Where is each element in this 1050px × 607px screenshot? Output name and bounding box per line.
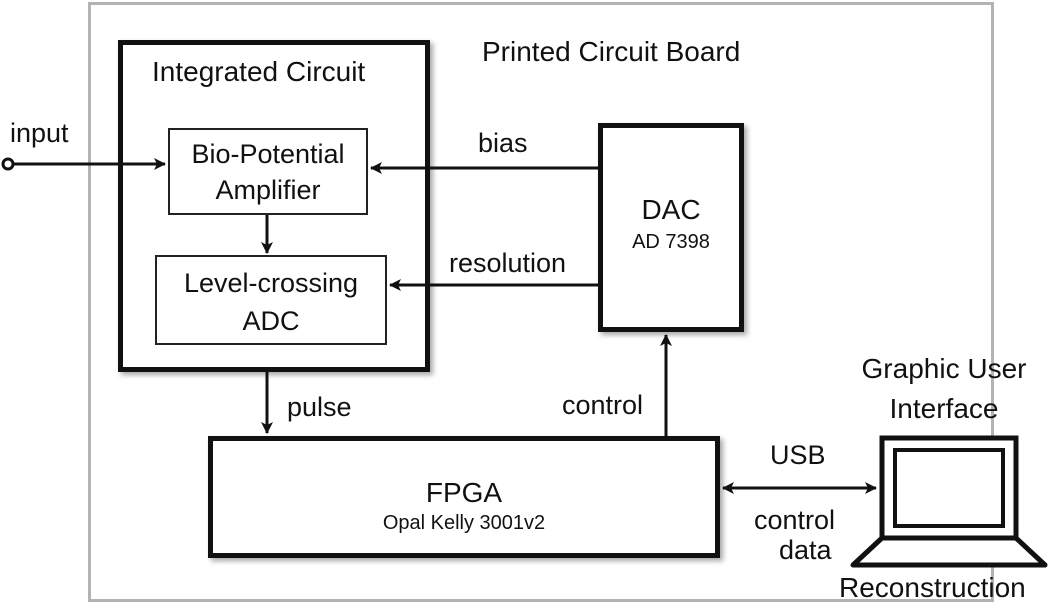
usb-control-label: control <box>754 505 836 535</box>
level-crossing-adc-block <box>155 255 387 345</box>
gui-label-line2: Interface <box>889 393 999 424</box>
usb-data-label: data <box>779 535 832 565</box>
adc-label-line1: Level-crossing <box>183 268 359 298</box>
usb-label: USB <box>770 440 826 470</box>
adc-label-line2: ADC <box>242 306 300 336</box>
fpga-label: FPGA <box>425 477 503 508</box>
ic-label: Integrated Circuit <box>152 56 366 87</box>
dac-block <box>598 123 744 332</box>
bias-label: bias <box>478 128 528 158</box>
fpga-part-label: Opal Kelly 3001v2 <box>382 512 546 534</box>
pulse-label: pulse <box>287 392 352 422</box>
fpga-block <box>208 436 720 558</box>
input-terminal-icon <box>1 157 15 171</box>
resolution-label: resolution <box>449 248 567 278</box>
reconstruction-label: Reconstruction <box>839 572 1026 603</box>
computer-icon <box>850 435 1048 568</box>
gui-label-line1: Graphic User <box>861 353 1027 384</box>
amp-label-line2: Amplifier <box>215 175 321 205</box>
pcb-boundary <box>88 2 994 602</box>
control-label: control <box>562 390 644 420</box>
bio-potential-amplifier-block <box>168 128 368 215</box>
pcb-label: Printed Circuit Board <box>482 36 741 67</box>
amp-label-line1: Bio-Potential <box>191 139 345 169</box>
dac-part-label: AD 7398 <box>632 231 710 253</box>
input-label: input <box>10 118 69 148</box>
dac-label: DAC <box>641 194 701 225</box>
